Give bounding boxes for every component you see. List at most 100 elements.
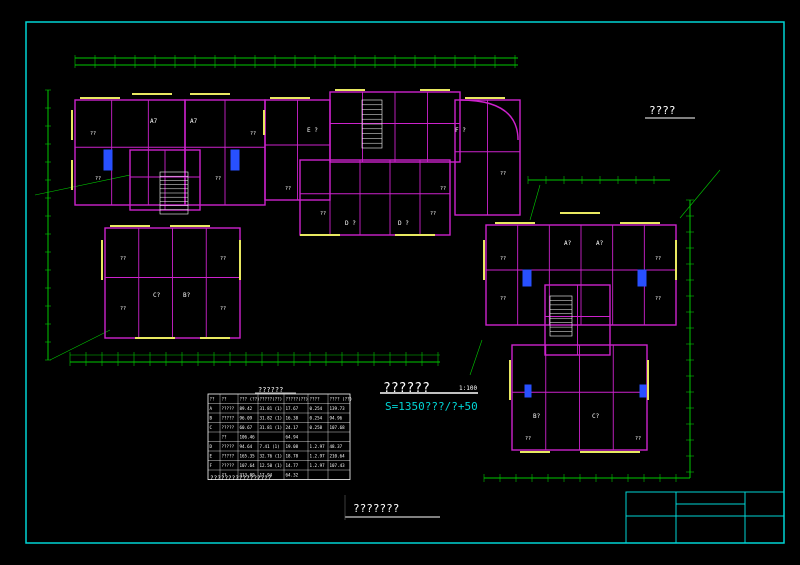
area-table-cell: 31.81 (1) [260,425,283,430]
unit-label-lower-left: C? [153,292,161,299]
center-heading: ?????? [383,381,430,396]
room-tag: ?? [635,436,641,442]
unit-label-upper: A7 [190,118,198,125]
area-table-cell: 7.41 (1) [260,444,280,449]
unit-label-right: A? [564,240,572,247]
room-tag: ?? [285,186,291,192]
area-table-cell: 64.94 [286,435,299,440]
bath-fixture [524,384,532,398]
bath-fixture [522,269,532,287]
curved-wall [459,99,519,141]
area-table-cell: 106.46 [240,435,256,440]
area-table-cell: 18.78 [286,454,299,459]
bath-fixture [637,269,647,287]
area-table-cell: 14.77 [286,463,299,468]
area-table-cell: 32.76 (1) [260,454,283,459]
area-table-cell: 165.35 [240,454,256,459]
unit-label-right: C? [592,413,600,420]
area-table-cell: 0.258 [310,425,323,430]
room-tag: ?? [655,256,661,262]
area-table-cell: 17.94 [260,473,273,478]
room-tag: ?? [120,256,126,262]
area-table-cell: 0.254 [310,416,323,421]
area-table-cell: ????? [222,454,235,459]
leader-line [529,184,541,221]
room-tag: ?? [220,256,226,262]
area-table-cell: A [210,406,213,411]
area-table-cell: 94.64 [240,444,253,449]
area-table-cell: 0.254 [310,406,323,411]
area-table-cell: 17.67 [286,406,299,411]
bath-fixture [230,149,240,171]
area-formula: S=1350???/?+50 [385,400,478,413]
room-tag: ?? [120,306,126,312]
area-table-cell: 19.08 [286,444,299,449]
area-table-cell: ????? [222,416,235,421]
room-tag: ?? [500,296,506,302]
area-table-cell: 210.64 [330,454,346,459]
area-table-cell: ?? [210,397,216,402]
area-table-cell: ?? [222,473,228,478]
area-table-cell: 139.73 [330,406,346,411]
area-table-cell: D [210,444,213,449]
unit-label-upper: D ? [398,220,409,227]
area-table-cell: 1.2.97 [310,444,326,449]
unit-label-upper: E ? [307,127,318,134]
room-tag: ?? [440,186,446,192]
room-tag: ?? [95,176,101,182]
drawing-frame [25,21,785,544]
leader-line [469,339,483,376]
area-table-cell: F [210,463,213,468]
unit-label-upper: A7 [150,118,158,125]
area-table-cell: ????? [222,425,235,430]
area-table-cell: 60.67 [240,425,253,430]
area-table-cell: 1.2.97 [310,463,326,468]
area-table-cell: ????? [222,463,235,468]
stair-outline [549,295,573,337]
room-tag: ?? [215,176,221,182]
room-tag: ?? [500,171,506,177]
area-table-cell: ?????(??) [286,397,309,402]
leader-line [679,169,721,219]
table-title: ?????? [258,386,284,394]
area-table-cell: 107.68 [330,425,346,430]
area-table-cell: 48.37 [330,444,343,449]
unit-label-lower-left: B? [183,292,191,299]
area-table-cell: 12.50 (1) [260,463,283,468]
area-table-cell: 24.17 [286,425,299,430]
area-table-cell: 96.09 [240,416,253,421]
area-table-cell: B [210,416,213,421]
unit-label-right: B? [533,413,541,420]
area-table-frame [207,393,351,480]
bath-fixture [639,384,647,398]
area-table-cell: ?? [222,397,228,402]
area-table-cell: 313.09 [240,473,256,478]
area-table-cell: 31.81 (1) [260,406,283,411]
block-upper-mid-lower [299,159,451,236]
room-tag: ?? [90,131,96,137]
area-table-cell: 16.38 [286,416,299,421]
area-table-cell: ?????(??) [260,397,283,402]
area-table-cell: E [210,454,213,459]
room-tag: ?? [500,256,506,262]
area-table-cell: 64.32 [286,473,299,478]
area-table-cell: 89.42 [240,406,253,411]
area-table-cell: 107.43 [330,463,346,468]
title-block [625,491,785,544]
area-table-cell: C [210,425,213,430]
room-tag: ?? [320,211,326,217]
room-tag: ?? [655,296,661,302]
area-table-cell: ??? (??) [240,397,260,402]
room-tag: ?? [220,306,226,312]
area-table-cell: ????? [222,444,235,449]
room-tag: ?? [525,436,531,442]
unit-label-upper: D ? [345,220,356,227]
room-tag: ?? [250,131,256,137]
unit-label-right: A? [596,240,604,247]
center-heading-scale: 1:100 [459,385,478,392]
area-table-cell: ?? [222,435,228,440]
room-tag: ?? [430,211,436,217]
leader-line [34,174,131,196]
